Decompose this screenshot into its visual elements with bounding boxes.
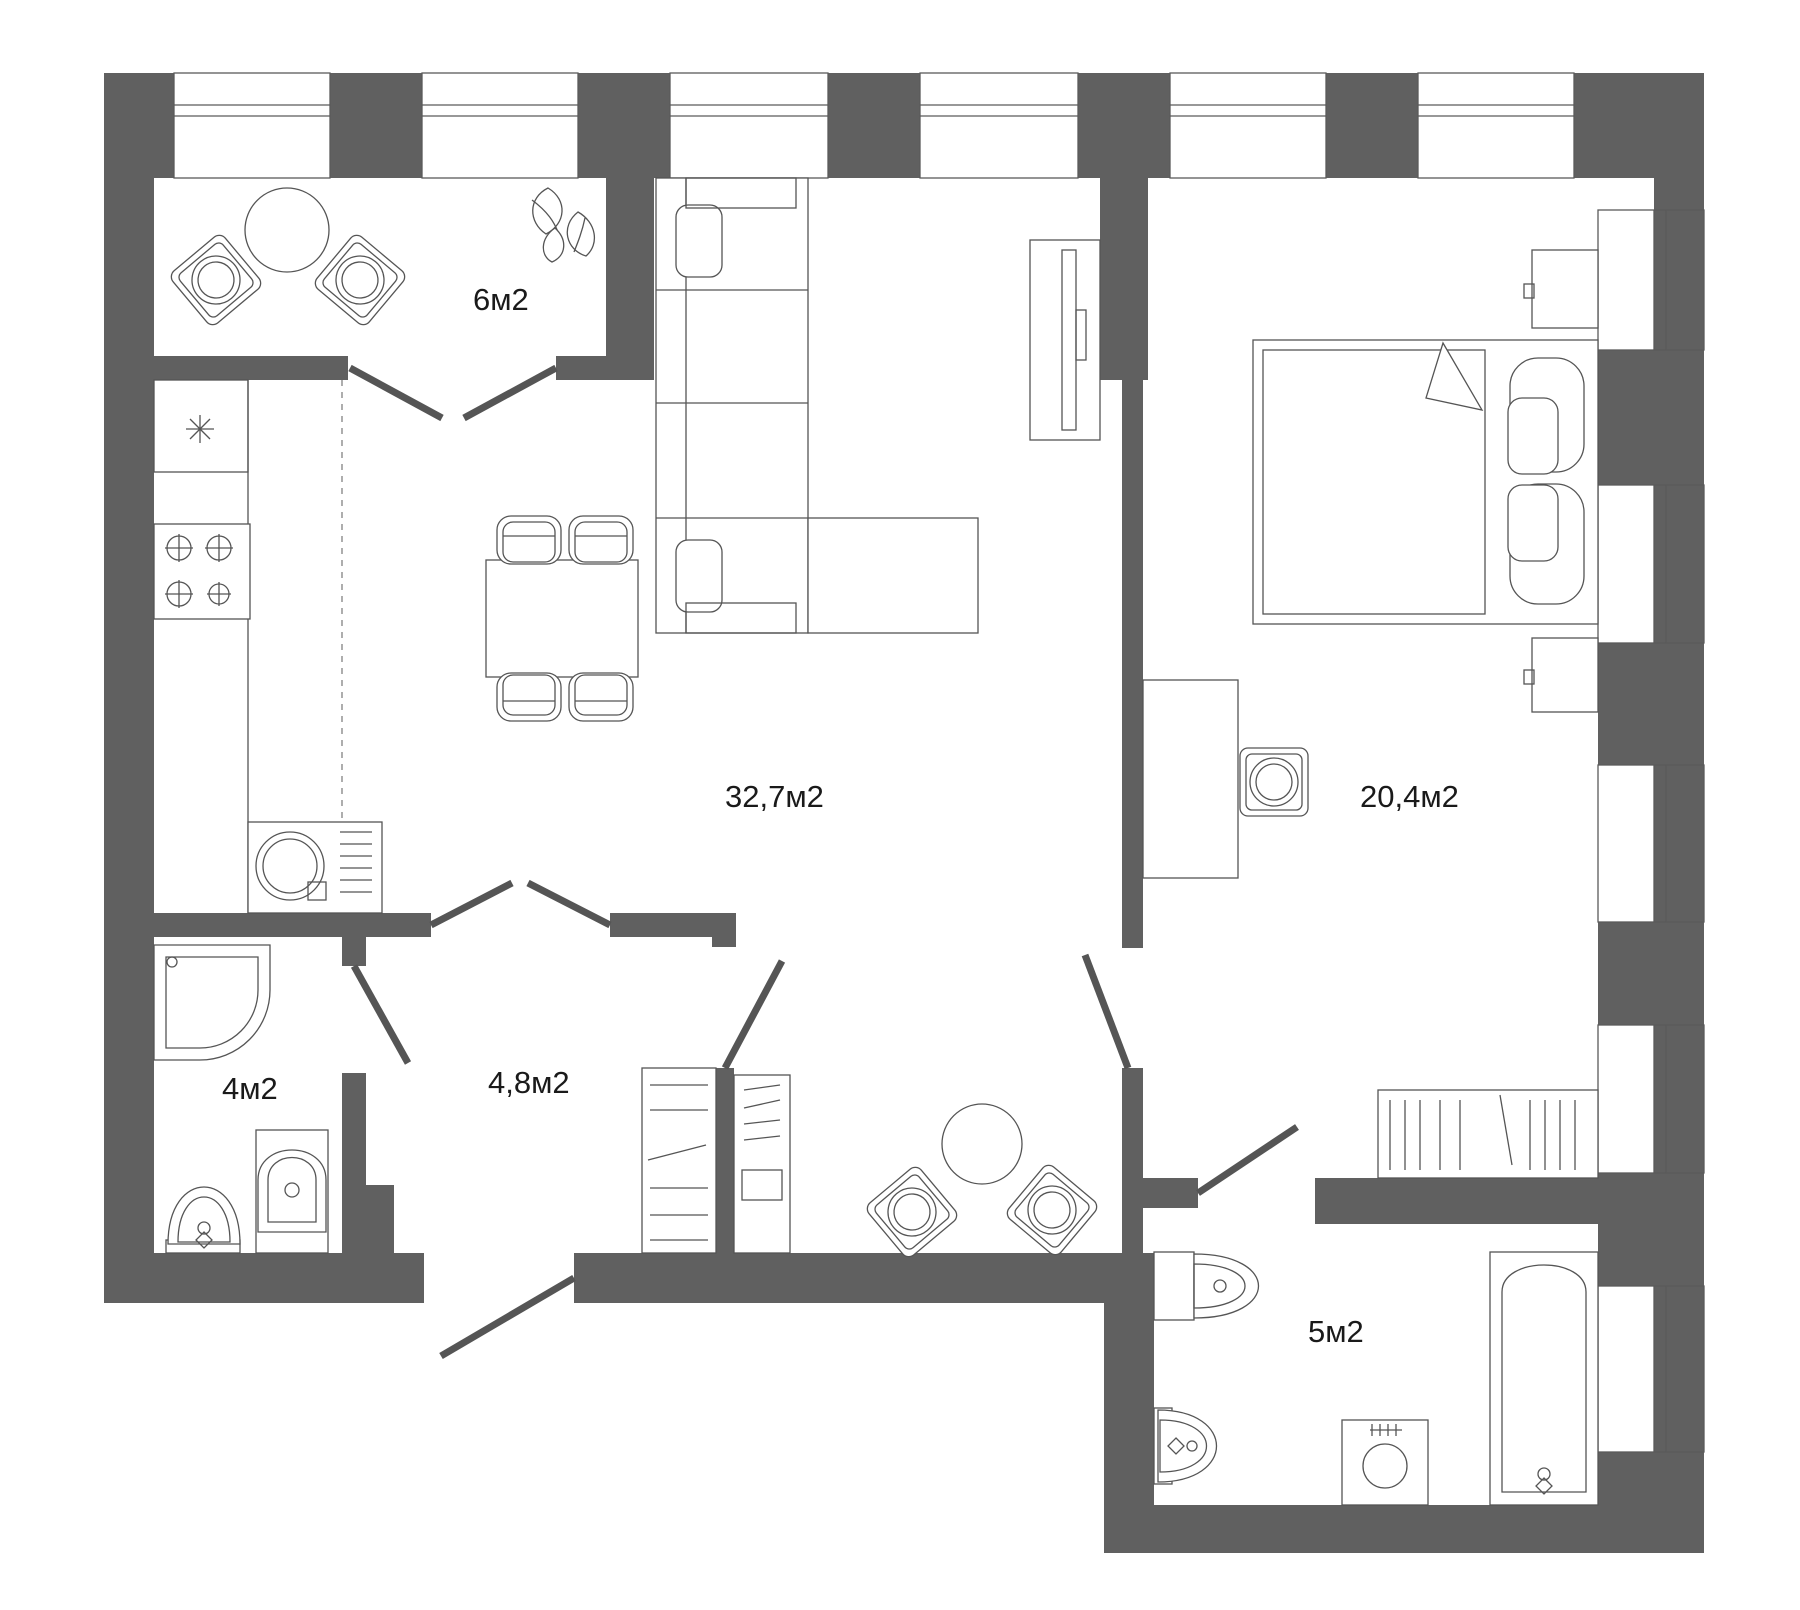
small-bathroom-fixtures [153,944,329,1254]
wardrobes [641,1067,791,1254]
windows [173,72,1705,1453]
area-label-bathroom-large: 5м2 [1308,1314,1364,1349]
sofa [655,177,979,634]
toilet-icon [255,1129,329,1254]
bedroom-furniture [1142,249,1599,1179]
shelving [1377,1089,1599,1179]
sink-icon [247,821,383,914]
area-label-kitchen-living: 32,7м2 [725,779,824,814]
large-bathroom-fixtures [1153,1251,1599,1506]
dining-set [485,515,639,722]
toilet-icon [1153,1251,1260,1321]
tv-unit [1029,239,1101,441]
area-labels: 6м2 32,7м2 20,4м2 4м2 4,8м2 5м2 [222,282,1459,1349]
kitchen-furniture [153,379,383,914]
bidet-icon [1153,1407,1218,1485]
walls [104,73,1704,1553]
area-label-bathroom-small: 4м2 [222,1071,278,1106]
fan-icon [186,415,214,443]
area-label-balcony: 6м2 [473,282,529,317]
bed [1252,339,1599,625]
bidet-icon [165,1186,241,1254]
balcony-furniture [167,187,596,329]
hall-table-set [863,1103,1101,1261]
area-label-bedroom: 20,4м2 [1360,779,1459,814]
bathtub-icon [1489,1251,1599,1506]
plant-icon [531,187,596,263]
washing-machine-icon [1341,1419,1429,1506]
stove-icon [165,534,233,608]
area-label-hallway: 4,8м2 [488,1065,570,1100]
doors [348,364,1299,1360]
